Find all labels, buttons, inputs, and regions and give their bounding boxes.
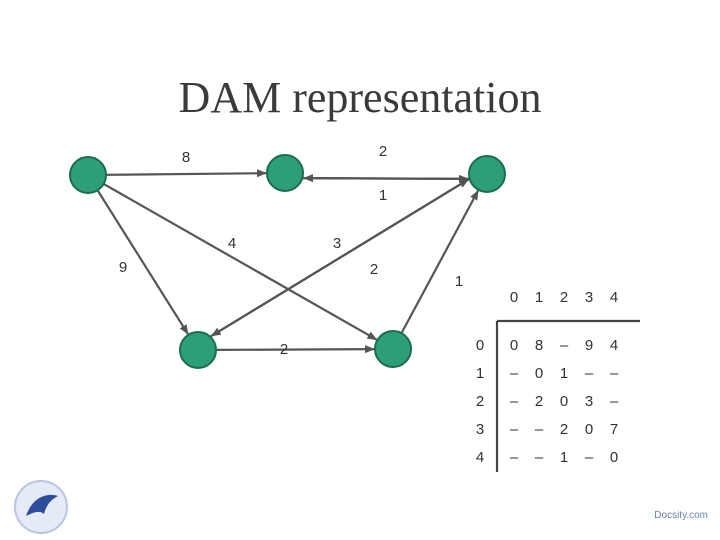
matrix-cell: – — [510, 449, 519, 466]
matrix-col-header: 1 — [535, 289, 543, 306]
matrix-row-header: 0 — [476, 337, 484, 354]
matrix-cell: – — [610, 365, 619, 382]
graph-node-3 — [179, 331, 217, 369]
matrix-cell: – — [560, 337, 569, 354]
matrix-cell: 8 — [535, 337, 543, 354]
graph-node-1 — [266, 154, 304, 192]
edge-0-1 — [105, 169, 268, 178]
matrix-cell: – — [510, 421, 519, 438]
graph-node-2 — [468, 155, 506, 193]
matrix-row-header: 4 — [476, 449, 484, 466]
matrix-row-header: 3 — [476, 421, 484, 438]
matrix-cell: 9 — [585, 337, 593, 354]
edge-weight-label: 8 — [182, 149, 190, 166]
matrix-cell: – — [510, 393, 519, 410]
edge-3-4 — [215, 345, 376, 354]
graph-node-0 — [69, 156, 107, 194]
edge-weight-label: 2 — [379, 143, 387, 160]
matrix-cell: 7 — [610, 421, 618, 438]
matrix-col-header: 4 — [610, 289, 618, 306]
matrix-cell: – — [535, 449, 544, 466]
edge-weight-label: 1 — [379, 187, 387, 204]
matrix-cell: – — [510, 365, 519, 382]
bird-logo-icon — [14, 480, 68, 534]
site-link[interactable]: Docsity.com — [654, 510, 708, 521]
matrix-cell: – — [585, 449, 594, 466]
matrix-row-header: 1 — [476, 365, 484, 382]
edge-1-2 — [302, 174, 469, 183]
matrix-cell: 2 — [535, 393, 543, 410]
matrix-col-header: 0 — [510, 289, 518, 306]
edge-weight-label: 4 — [228, 235, 236, 252]
edge-weight-label: 2 — [370, 261, 378, 278]
matrix-cell: 3 — [585, 393, 593, 410]
matrix-row-header: 2 — [476, 393, 484, 410]
edge-weight-label: 2 — [280, 341, 288, 358]
matrix-cell: 2 — [560, 421, 568, 438]
matrix-cell: 0 — [560, 393, 568, 410]
matrix-cell: 1 — [560, 449, 568, 466]
edge-weight-label: 9 — [119, 259, 127, 276]
matrix-col-header: 2 — [560, 289, 568, 306]
matrix-cell: – — [585, 365, 594, 382]
edge-weight-label: 3 — [333, 235, 341, 252]
edge-4-2 — [400, 189, 479, 334]
matrix-cell: 1 — [560, 365, 568, 382]
edge-2-3 — [210, 178, 470, 337]
edge-0-3 — [96, 189, 189, 335]
matrix-cell: – — [610, 393, 619, 410]
page-title: DAM representation — [178, 73, 542, 122]
edge-weight-label: 1 — [455, 273, 463, 290]
matrix-cell: 0 — [585, 421, 593, 438]
matrix-cell: 4 — [610, 337, 618, 354]
matrix-col-header: 3 — [585, 289, 593, 306]
matrix-cell: 0 — [510, 337, 518, 354]
matrix-cell: 0 — [610, 449, 618, 466]
matrix-cell: – — [535, 421, 544, 438]
graph-node-4 — [374, 330, 412, 368]
matrix-cell: 0 — [535, 365, 543, 382]
edge-0-4 — [103, 182, 378, 341]
